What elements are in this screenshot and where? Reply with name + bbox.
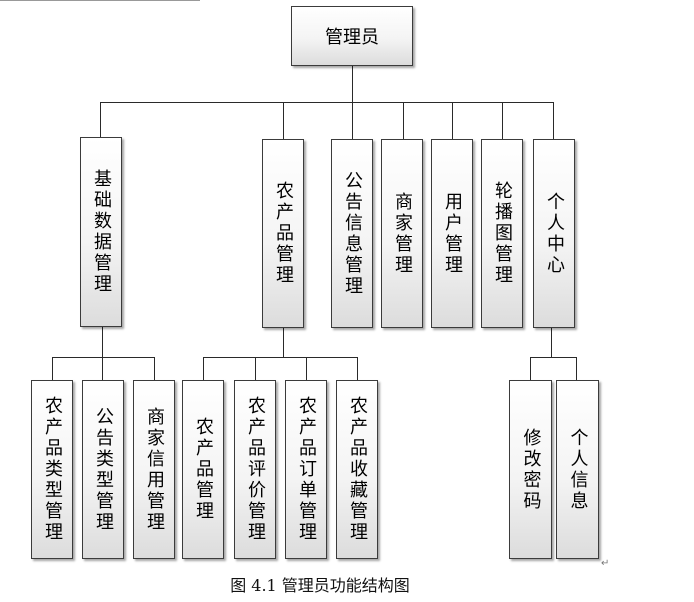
figure-caption: 图 4.1 管理员功能结构图 bbox=[0, 572, 694, 596]
leaf-node: 农产品管理 bbox=[182, 380, 224, 559]
branch-node-basic-data: 基础数据管理 bbox=[80, 137, 122, 327]
top-divider bbox=[0, 0, 200, 1]
connector bbox=[530, 357, 531, 381]
branch-node-merchant: 商家管理 bbox=[381, 139, 423, 328]
branch-node-personal-center: 个人中心 bbox=[533, 139, 575, 328]
connector bbox=[553, 102, 554, 140]
leaf-node: 公告类型管理 bbox=[82, 380, 124, 559]
connector bbox=[100, 102, 553, 103]
connector bbox=[530, 357, 577, 358]
leaf-label: 公告类型管理 bbox=[93, 406, 114, 533]
connector bbox=[452, 102, 453, 140]
branch-label: 用户管理 bbox=[442, 191, 463, 276]
paragraph-mark-icon: ↵ bbox=[601, 558, 610, 569]
branch-node-produce: 农产品管理 bbox=[262, 139, 304, 328]
leaf-node: 农产品评价管理 bbox=[234, 380, 276, 559]
leaf-node: 个人信息 bbox=[556, 380, 599, 559]
root-node: 管理员 bbox=[291, 6, 413, 66]
branch-label: 农产品管理 bbox=[273, 181, 294, 286]
connector bbox=[203, 357, 204, 381]
connector bbox=[306, 357, 307, 381]
connector bbox=[203, 357, 358, 358]
branch-node-carousel: 轮播图管理 bbox=[481, 139, 523, 328]
branch-node-user: 用户管理 bbox=[431, 139, 473, 328]
connector bbox=[283, 102, 284, 140]
connector bbox=[357, 357, 358, 381]
root-label: 管理员 bbox=[325, 27, 379, 48]
branch-node-announcement: 公告信息管理 bbox=[331, 139, 373, 328]
leaf-label: 农产品类型管理 bbox=[42, 396, 63, 543]
leaf-label: 修改密码 bbox=[520, 427, 542, 512]
connector bbox=[102, 327, 103, 358]
leaf-node: 农产品订单管理 bbox=[285, 380, 327, 559]
connector bbox=[283, 328, 284, 358]
connector bbox=[403, 102, 404, 140]
leaf-label: 农产品收藏管理 bbox=[347, 396, 368, 543]
caption-text: 图 4.1 管理员功能结构图 bbox=[230, 576, 410, 595]
leaf-node: 商家信用管理 bbox=[133, 380, 175, 559]
branch-label: 轮播图管理 bbox=[492, 181, 513, 286]
connector bbox=[52, 357, 53, 381]
connector bbox=[576, 357, 577, 381]
connector bbox=[352, 102, 353, 140]
leaf-label: 农产品评价管理 bbox=[245, 396, 266, 543]
connector bbox=[100, 102, 101, 138]
branch-label: 商家管理 bbox=[392, 191, 413, 276]
leaf-label: 商家信用管理 bbox=[144, 406, 165, 533]
leaf-node: 农产品收藏管理 bbox=[336, 380, 378, 559]
connector bbox=[154, 357, 155, 381]
leaf-label: 农产品订单管理 bbox=[296, 396, 317, 543]
branch-label: 公告信息管理 bbox=[342, 170, 363, 297]
branch-label: 基础数据管理 bbox=[91, 169, 112, 295]
connector bbox=[52, 357, 155, 358]
branch-label: 个人中心 bbox=[544, 191, 565, 276]
connector bbox=[502, 102, 503, 140]
connector bbox=[352, 66, 353, 103]
leaf-node: 农产品类型管理 bbox=[31, 380, 73, 559]
leaf-label: 个人信息 bbox=[567, 427, 589, 512]
connector bbox=[255, 357, 256, 381]
leaf-node: 修改密码 bbox=[509, 380, 552, 559]
leaf-label: 农产品管理 bbox=[193, 417, 214, 522]
connector bbox=[551, 328, 552, 358]
connector bbox=[102, 357, 103, 381]
